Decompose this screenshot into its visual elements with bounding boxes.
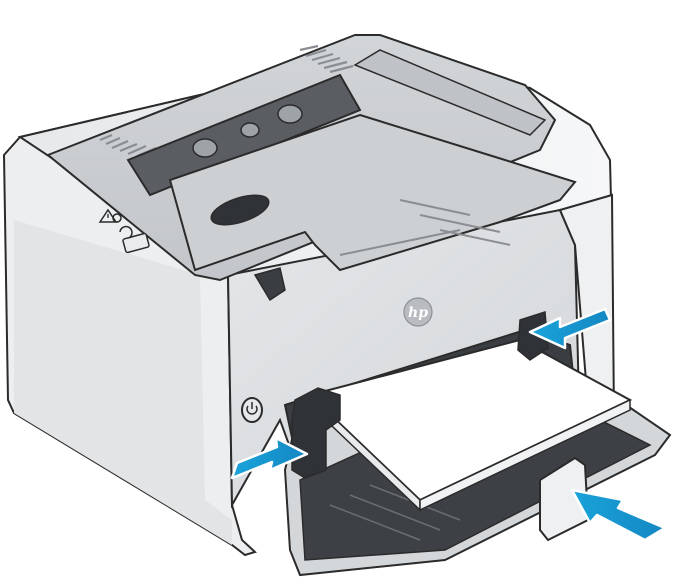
hp-logo: hp (403, 297, 433, 327)
cancel-icon (119, 225, 133, 238)
output-tray-flap-top (353, 49, 547, 136)
paper-stack-front-edge (419, 398, 631, 512)
paper-guide-rear-arrow (570, 488, 667, 542)
finger-grip (210, 194, 270, 226)
printer-left-side-shade (14, 220, 232, 545)
hp-logo-text: hp (408, 305, 428, 321)
tray-stop-tab (253, 267, 286, 302)
warning-icon (98, 208, 118, 223)
power-button[interactable] (241, 397, 263, 423)
right-paper-guide[interactable] (517, 310, 549, 361)
attention-light-icon (112, 213, 122, 223)
control-panel (98, 208, 150, 254)
output-tray-extension (168, 113, 577, 272)
paper-guide-left-arrow (230, 436, 309, 480)
exit-rollers (192, 104, 303, 158)
tray-ribs (339, 199, 511, 256)
paper-guide-right-arrow (528, 307, 612, 350)
power-icon (246, 402, 258, 415)
cancel-button[interactable] (122, 232, 150, 254)
